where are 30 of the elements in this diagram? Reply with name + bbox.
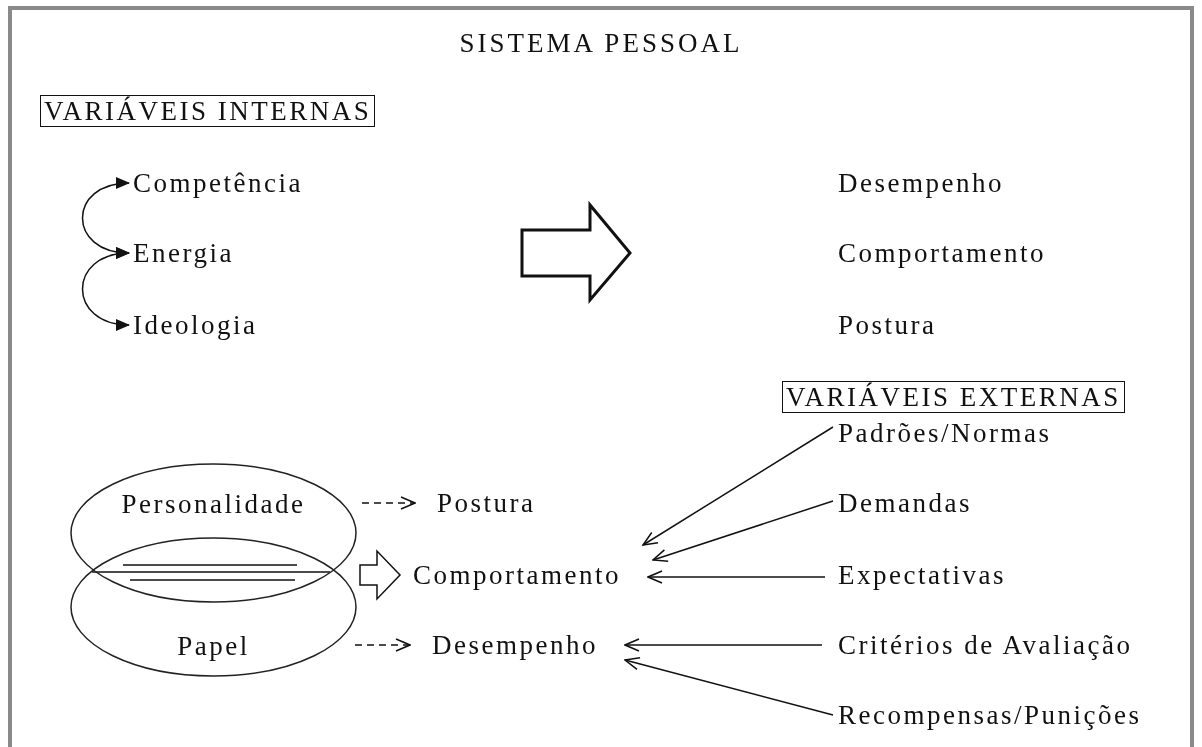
arrow — [642, 426, 834, 546]
arrow — [624, 657, 834, 716]
ellipse-node — [70, 463, 357, 603]
node-label: Papel — [177, 631, 250, 661]
node-label: Recompensas/Punições — [838, 700, 1142, 730]
dashed-arrow — [354, 638, 411, 652]
ellipse-node — [70, 537, 357, 677]
diagram-title: SISTEMA PESSOAL — [458, 28, 744, 59]
arrow — [81, 248, 130, 330]
node-label: Personalidade — [121, 489, 306, 519]
node-label: Energia — [133, 238, 234, 268]
node-label: Expectativas — [838, 560, 1006, 590]
arrow — [624, 638, 823, 652]
node-label: Competência — [133, 168, 303, 198]
node-label: Padrões/Normas — [838, 418, 1052, 448]
node-label: Critérios de Avaliação — [838, 630, 1133, 660]
section-heading: VARIÁVEIS EXTERNAS — [782, 381, 1125, 413]
node-label: Desempenho — [838, 168, 1004, 198]
node-label: Postura — [437, 488, 536, 518]
node-label: Postura — [838, 310, 937, 340]
block-arrow — [359, 549, 402, 601]
node-label: Desempenho — [432, 630, 598, 660]
node-label: Demandas — [838, 488, 972, 518]
arrow — [652, 500, 834, 563]
node-label: Ideologia — [133, 310, 258, 340]
section-heading: VARIÁVEIS INTERNAS — [40, 95, 376, 127]
node-label: Comportamento — [413, 560, 621, 590]
node-label: Comportamento — [838, 238, 1046, 268]
dashed-arrow — [361, 496, 416, 510]
arrow — [647, 570, 826, 584]
